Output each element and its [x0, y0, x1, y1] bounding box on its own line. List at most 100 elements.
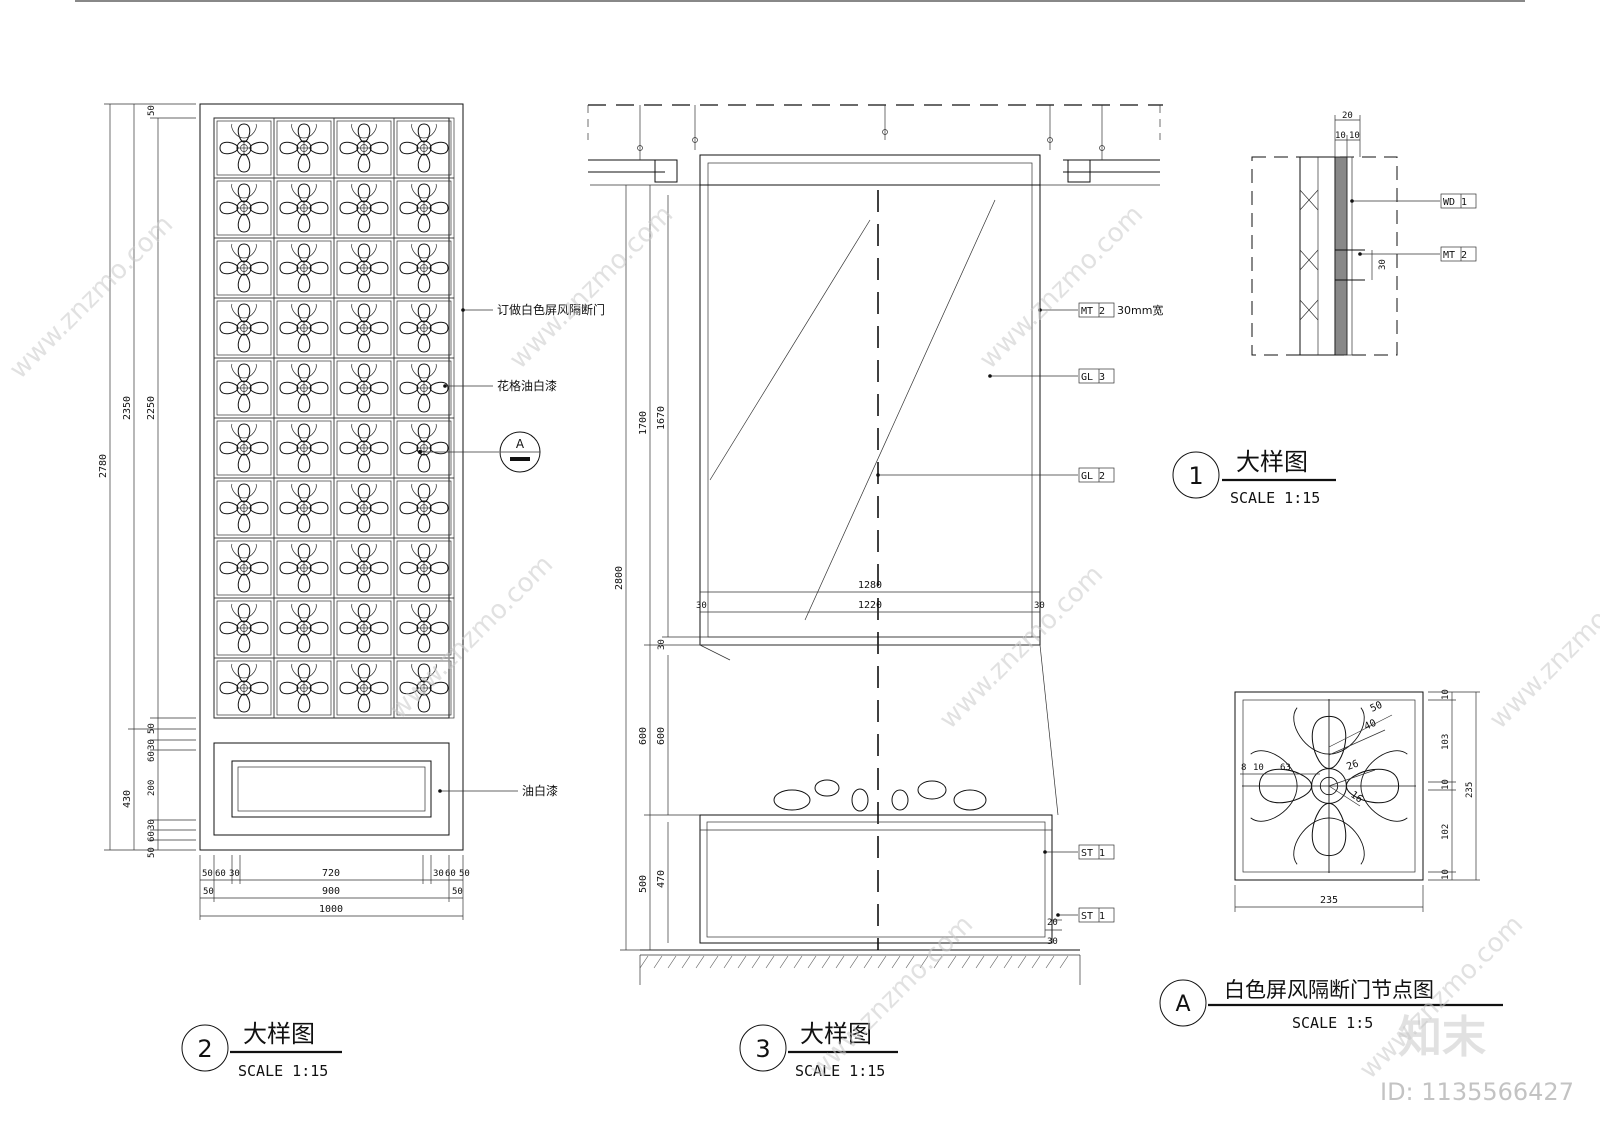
dim-b-50a: 50 [202, 869, 213, 879]
detail-1-number-circle [1172, 451, 1220, 499]
lattice-tile [393, 297, 455, 359]
floor-hatch-line [639, 955, 649, 969]
floor-hatch-line [947, 955, 957, 969]
tag-mt2-note: 30mm宽 [1117, 303, 1163, 317]
callout-panel: 油白漆 [522, 783, 558, 798]
dim-lower-30b: 30 [147, 819, 157, 830]
dim-b-60a: 60 [215, 869, 226, 879]
floor-hatch-line [1059, 955, 1069, 969]
floor-hatch-line [961, 955, 971, 969]
dim-d1-10b: 10 [1349, 131, 1360, 141]
lattice-tile [273, 597, 335, 659]
lattice-grid [213, 117, 455, 719]
section-marker-a-label: A [516, 437, 525, 451]
watermark-7: www.znzmo.com [804, 910, 979, 1085]
dim-a-r10a: 10 [1441, 689, 1451, 700]
detail-3-section: 1280 1220 30 30 [587, 104, 1163, 1080]
watermark-layer: www.znzmo.com www.znzmo.com www.znzmo.co… [4, 200, 1600, 1106]
dim-a-103: 103 [1441, 734, 1451, 750]
dim-a-r50: 50 [1369, 700, 1385, 715]
detail-2-scale: SCALE 1:15 [238, 1062, 328, 1080]
detail-1-number: 1 [1188, 462, 1203, 490]
dim-a-r26: 26 [1345, 758, 1360, 772]
tag-wd1: WD 1 [1443, 197, 1467, 208]
glass-hatch [709, 219, 871, 481]
detail-2-title: 大样图 [243, 1020, 315, 1048]
dim-lower-60a: 60 [147, 751, 157, 762]
lattice-tile [393, 357, 455, 419]
floor-hatch-line [1031, 955, 1041, 969]
dim-50-top: 50 [147, 105, 157, 116]
watermark-2: www.znzmo.com [504, 200, 679, 375]
dim-lower-200: 200 [147, 780, 157, 796]
lattice-tile [213, 117, 275, 179]
dim-a-10: 10 [1253, 763, 1264, 773]
lower-panel-inner [231, 760, 432, 818]
floor-hatch-line [737, 955, 747, 969]
dim-a-235-bottom: 235 [1320, 895, 1338, 906]
dim-b-edge-r: 50 [452, 887, 463, 897]
dim-a-102: 102 [1441, 824, 1451, 840]
lattice-tile [333, 177, 395, 239]
floor-hatch-line [807, 955, 817, 969]
dim-470: 470 [656, 870, 667, 888]
dim-d1-10a: 10 [1335, 131, 1346, 141]
dim-lower-50a: 50 [147, 723, 157, 734]
detail-a-letter: A [1175, 992, 1190, 1017]
lattice-tile [333, 357, 395, 419]
lattice-tile [333, 417, 395, 479]
detail-a-node: 50 40 26 16 8 10 63 235 10 103 10 102 10… [1159, 689, 1503, 1032]
dim-1280: 1280 [858, 580, 882, 591]
floor-hatch-line [751, 955, 761, 969]
dim-600b: 600 [656, 727, 667, 745]
lattice-tile [393, 237, 455, 299]
dim-b-60b: 60 [445, 869, 456, 879]
lattice-tile [273, 657, 335, 719]
detail-3-title: 大样图 [800, 1020, 872, 1048]
dim-b-30a: 30 [229, 869, 240, 879]
lattice-tile [273, 537, 335, 599]
lattice-tile [213, 537, 275, 599]
dim-a-r40: 40 [1363, 718, 1379, 733]
lattice-tile [393, 117, 455, 179]
stone-base [699, 814, 1053, 944]
detail-3-scale: SCALE 1:15 [795, 1062, 885, 1080]
tag-mt2: MT 2 [1081, 306, 1105, 317]
dim-a-r10b: 10 [1441, 779, 1451, 790]
lattice-tile [393, 537, 455, 599]
floor-hatch-line [905, 955, 915, 969]
tag-gl3: GL 3 [1081, 372, 1105, 383]
dim-1220: 1220 [858, 600, 882, 611]
glass-frame-outer [699, 154, 1041, 646]
dim-d1-20: 20 [1342, 111, 1353, 121]
detail-3-number-circle [739, 1024, 787, 1072]
detail-a-title: 白色屏风隔断门节点图 [1224, 978, 1434, 1002]
dim-500: 500 [638, 875, 649, 893]
lattice-tile [213, 237, 275, 299]
dim-a-r10c: 10 [1441, 869, 1451, 880]
lattice-tile [213, 357, 275, 419]
lattice-tile [393, 177, 455, 239]
dim-a-8: 8 [1241, 763, 1246, 773]
watermark-4: www.znzmo.com [384, 550, 559, 725]
glass-frame-inner [707, 162, 1033, 638]
lower-panel-bevel [237, 766, 426, 812]
dim-600a: 600 [638, 727, 649, 745]
floor-hatch-line [723, 955, 733, 969]
pebbles [773, 779, 987, 812]
floor-hatch-line [835, 955, 845, 969]
floor-hatch-line [793, 955, 803, 969]
dim-lower-30a: 30 [147, 739, 157, 750]
floor-hatch-line [975, 955, 985, 969]
dim-side-30-r: 30 [1034, 601, 1045, 611]
lattice-tile [213, 177, 275, 239]
lattice-tile [333, 657, 395, 719]
watermark-3: www.znzmo.com [974, 200, 1149, 375]
detail-a-scale: SCALE 1:5 [1292, 1014, 1373, 1032]
callout-lattice: 花格油白漆 [497, 378, 557, 393]
dim-1670: 1670 [656, 406, 667, 430]
floor-hatch-line [1017, 955, 1027, 969]
lattice-tile [213, 597, 275, 659]
lattice-tile [333, 297, 395, 359]
lattice-tile [273, 417, 335, 479]
